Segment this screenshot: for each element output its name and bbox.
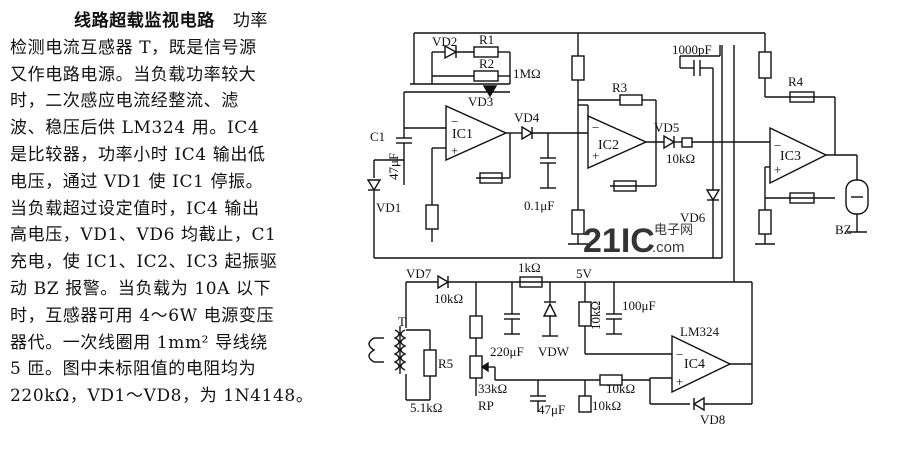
resistor-ic1-bottom xyxy=(425,204,439,230)
label-r-1k: 1kΩ xyxy=(518,260,541,275)
label-ic1: IC1 xyxy=(452,127,473,142)
label-vd2: VD2 xyxy=(432,34,457,49)
transformer-t xyxy=(393,329,400,371)
diode-vd4 xyxy=(521,125,534,141)
label-vd6: VD6 xyxy=(680,210,706,225)
ic1-opamp xyxy=(445,104,508,162)
label-r-10k-e: 10kΩ xyxy=(592,398,621,413)
label-rp-value: 33kΩ xyxy=(478,381,507,396)
diode-vd3 xyxy=(482,85,498,98)
ic1-minus: − xyxy=(451,114,458,129)
ic3-minus: − xyxy=(774,138,781,153)
description-line-3: 又作电路电源。当负载功率较大 xyxy=(10,64,257,85)
zener-vdw xyxy=(542,302,558,317)
label-r3: R3 xyxy=(612,80,627,95)
description-line-1: 线路超载监视电路 功率 xyxy=(74,11,269,31)
label-r5-value: 5.1kΩ xyxy=(410,400,442,415)
label-vdw: VDW xyxy=(538,344,570,359)
resistor-r3 xyxy=(619,94,643,106)
label-r4: R4 xyxy=(788,74,804,89)
ic3-plus: + xyxy=(774,162,781,177)
label-ic3: IC3 xyxy=(780,149,801,164)
watermark: 21IC 电子网 .com xyxy=(583,222,693,260)
label-r2: R2 xyxy=(479,56,494,71)
description-line-9: 高电压，VD1、VD6 均截止，C1 xyxy=(10,225,277,246)
ic3-opamp xyxy=(769,126,828,185)
resistor-r4 xyxy=(789,91,815,103)
label-vd7: VD7 xyxy=(406,266,432,281)
diode-vd7 xyxy=(437,274,450,290)
label-r-10k-b: 10kΩ xyxy=(434,291,463,306)
label-c1: C1 xyxy=(370,129,385,144)
description-line-5: 波、稳压后供 LM324 用。IC4 xyxy=(10,118,260,139)
label-r1: R1 xyxy=(479,32,494,47)
resistor-1k xyxy=(519,276,543,288)
description-line-13: 器代。一次线圈用 1mm² 导线绕 xyxy=(10,332,268,353)
label-r-10k-d: 10kΩ xyxy=(606,381,635,396)
description-line-11: 动 BZ 报警。当负载为 10A 以下 xyxy=(10,278,272,299)
label-c-01: 0.1μF xyxy=(524,198,554,213)
watermark-brand: 21IC xyxy=(583,222,655,260)
description-line-10: 充电，使 IC1、IC2、IC3 起振驱 xyxy=(10,252,278,273)
ic2-opamp xyxy=(587,114,648,170)
label-t: T xyxy=(398,314,406,329)
label-lm324: LM324 xyxy=(680,324,720,339)
label-rp: RP xyxy=(478,398,494,413)
circuit-diagram: VD2 R1 R2 1MΩ VD3 IC1 − + C1 47μF VD1 VD… xyxy=(366,32,869,427)
ic4-minus: − xyxy=(676,347,683,362)
label-c-220u: 220μF xyxy=(490,344,524,359)
label-ic2: IC2 xyxy=(598,138,619,153)
resistor-10k-a xyxy=(681,137,693,148)
label-c-1000p: 1000pF xyxy=(672,42,712,57)
diode-vd5 xyxy=(663,134,676,150)
ic1-plus: + xyxy=(451,143,458,158)
label-vd1: VD1 xyxy=(376,200,401,215)
diode-vd1 xyxy=(366,179,382,192)
label-c-100u: 100μF xyxy=(622,298,656,313)
description-line-14: 5 匝。图中未标阻值的电阻均为 xyxy=(10,359,257,380)
resistor-top-ic2 xyxy=(571,55,585,81)
description-line-12: 时，互感器可用 4～6W 电源变压 xyxy=(10,305,275,326)
label-vd8: VD8 xyxy=(700,412,725,427)
description-title: 线路超载监视电路 xyxy=(74,11,215,31)
label-vd3: VD3 xyxy=(468,94,493,109)
description-line-7: 电压，通过 VD1 使 IC1 停振。 xyxy=(10,171,264,192)
ic2-minus: − xyxy=(592,120,599,135)
watermark-sub: 电子网 xyxy=(654,222,693,237)
label-r2-value: 1MΩ xyxy=(513,66,541,81)
description: 线路超载监视电路 功率 检测电流互感器 T，既是信号源 又作电路电源。当负载功率… xyxy=(10,8,346,410)
ic4-opamp xyxy=(671,334,732,394)
description-line-8: 当负载超过设定值时，IC4 输出 xyxy=(10,198,260,219)
watermark-domain: .com xyxy=(652,239,685,256)
label-r5: R5 xyxy=(438,356,453,371)
label-c-47u: 47μF xyxy=(538,402,565,417)
label-vd5: VD5 xyxy=(654,120,679,135)
description-line-6: 是比较器，功率小时 IC4 输出低 xyxy=(10,144,266,165)
resistor-r2 xyxy=(473,70,499,82)
potentiometer-rp xyxy=(469,355,483,379)
diode-vd2 xyxy=(444,44,458,60)
label-ic4: IC4 xyxy=(684,357,705,372)
label-vd4: VD4 xyxy=(514,110,540,125)
label-v5: 5V xyxy=(576,266,593,281)
label-bz: BZ xyxy=(835,222,852,237)
resistor-top-right xyxy=(758,51,772,79)
ic2-plus: + xyxy=(592,148,599,163)
label-r-10k-a: 10kΩ xyxy=(666,151,695,166)
ic4-plus: + xyxy=(676,374,683,389)
diode-vd6 xyxy=(705,189,721,202)
description-line-2: 检测电流互感器 T，既是信号源 xyxy=(10,37,257,58)
label-c1-value: 47μF xyxy=(386,153,401,180)
diode-vd8 xyxy=(692,396,705,412)
description-line-15: 220kΩ，VD1～VD8，为 1N4148。 xyxy=(10,386,314,407)
label-r-10k-c: 10kΩ xyxy=(588,301,603,330)
description-line-4: 时，二次感应电流经整流、滤 xyxy=(10,91,239,112)
resistor-r5 xyxy=(423,349,437,377)
resistor-10k-e xyxy=(578,395,592,413)
